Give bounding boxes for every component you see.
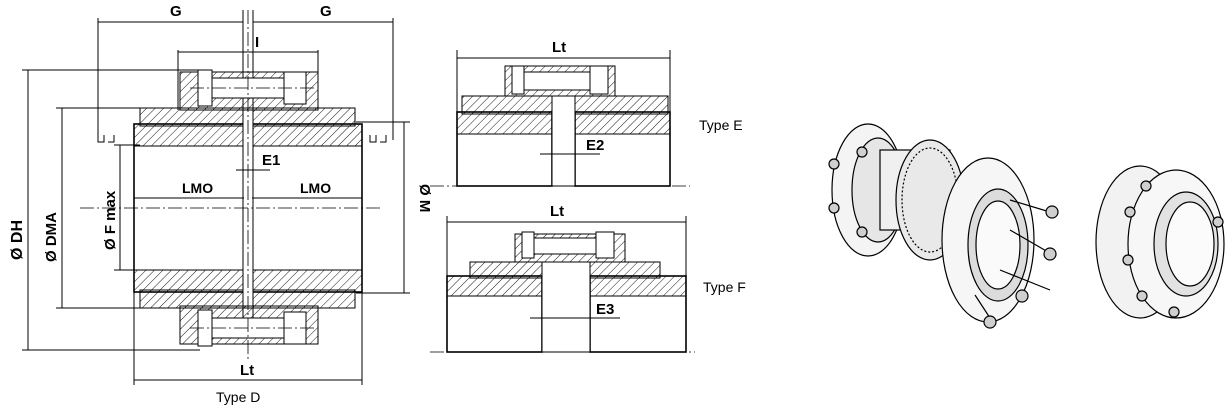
- caption-type-f: Type F: [703, 279, 746, 295]
- type-d-drawing: G G I E1 LMO LMO Lt Ø DH Ø DMA Ø F max Ø…: [9, 3, 433, 405]
- dim-g-left: G: [170, 3, 182, 20]
- coupling-assembled-photo: [1095, 165, 1225, 319]
- dim-lmo-left: LMO: [182, 180, 213, 196]
- dim-i: I: [255, 34, 259, 51]
- caption-type-e: Type E: [699, 117, 743, 133]
- dim-lt-d: Lt: [240, 362, 254, 379]
- dim-fmax: Ø F max: [102, 190, 119, 250]
- type-e-drawing: Lt E2 Type E: [430, 39, 743, 187]
- dim-dma: Ø DMA: [43, 212, 60, 262]
- dim-e3: E3: [596, 301, 614, 318]
- dim-m: Ø M: [416, 184, 433, 212]
- coupling-exploded-photo: [828, 123, 1059, 329]
- dim-dh: Ø DH: [9, 220, 26, 260]
- dim-e2: E2: [586, 137, 604, 154]
- dim-lt-e: Lt: [552, 39, 566, 56]
- type-f-drawing: Lt E3 Type F: [430, 203, 746, 353]
- dim-e1: E1: [262, 152, 280, 169]
- dim-lmo-right: LMO: [300, 180, 331, 196]
- caption-type-d: Type D: [216, 389, 260, 405]
- dim-g-right: G: [320, 3, 332, 20]
- dim-lt-f: Lt: [550, 203, 564, 220]
